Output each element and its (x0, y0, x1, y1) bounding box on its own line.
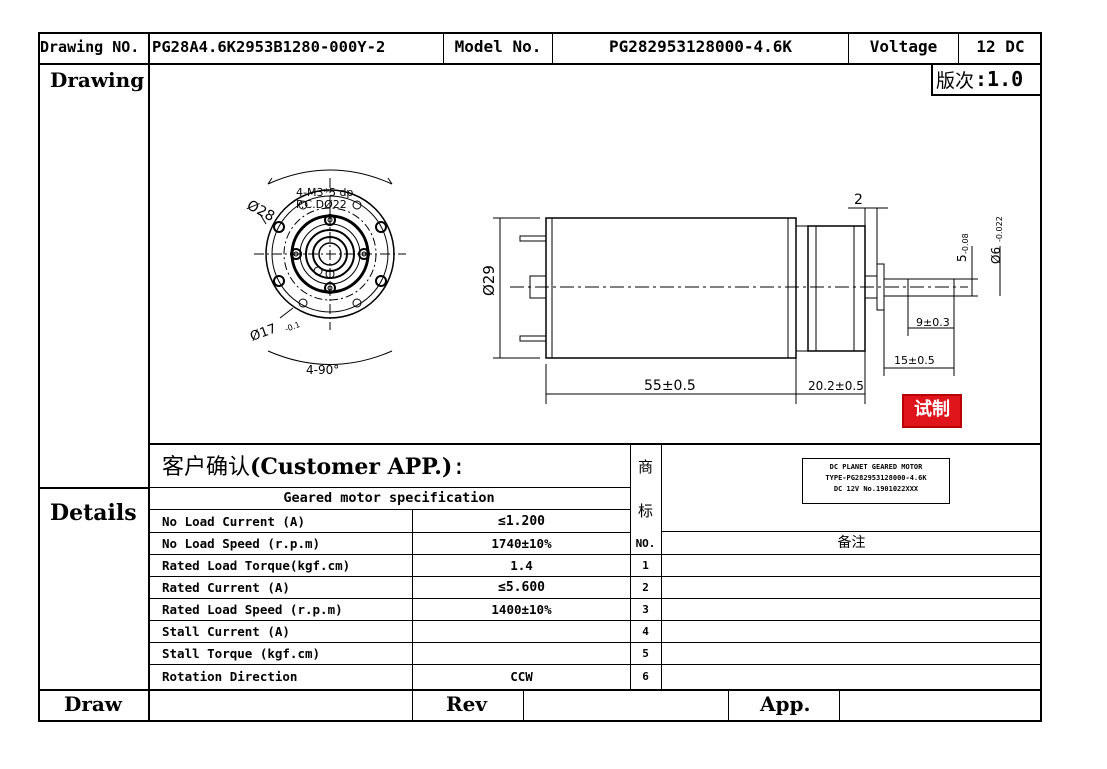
spec-name: Stall Torque (kgf.cm) (162, 646, 321, 661)
details-section-label: Details (50, 500, 137, 526)
customer-label-en: (Customer APP.) (250, 454, 453, 480)
trademark-char-2: 标 (638, 502, 654, 520)
dim-pcd: P.C.DØ22 (296, 198, 347, 211)
trademark-char-1: 商 (638, 458, 654, 476)
header-divider (38, 63, 1042, 65)
dim-flat-len: 9±0.3 (916, 316, 950, 329)
spec-value: 1.4 (510, 558, 533, 573)
sheet-border (38, 32, 1042, 722)
spec-name: No Load Current (A) (162, 514, 305, 529)
voltage-label: Voltage (869, 37, 938, 56)
spec-value: 1740±10% (491, 536, 552, 551)
dim-gearbox-len: 20.2±0.5 (808, 379, 864, 393)
spec-name: Rated Current (A) (162, 580, 290, 595)
front-view (254, 169, 406, 365)
spec-name: Rotation Direction (162, 669, 298, 684)
dim-shaft-flat: 5 (955, 254, 969, 262)
remark-no: 3 (642, 603, 649, 616)
remark-no: 1 (642, 559, 649, 572)
spec-value: 1400±10% (491, 602, 552, 617)
remark-no: 4 (642, 625, 649, 638)
spec-value: ≤1.200 (498, 514, 545, 529)
spec-value: ≤5.600 (498, 580, 545, 595)
version-label: 版次 (936, 70, 975, 92)
spec-name: Rated Load Speed (r.p.m) (162, 602, 343, 617)
voltage-value: 12 DC (976, 37, 1025, 56)
dim-shoulder: 2 (854, 192, 863, 208)
dim-holes: 4-M3*5 dp (296, 186, 353, 199)
remarks-no-label: NO. (635, 537, 656, 550)
dim-front-outer: Ø28 (244, 197, 277, 225)
model-no-value: PG282953128000-4.6K (608, 37, 793, 56)
spec-name: Stall Current (A) (162, 624, 290, 639)
remark-no: 2 (642, 581, 649, 594)
draw-label: Draw (63, 692, 123, 716)
trial-stamp: 试制 (902, 394, 962, 428)
remarks-label: 备注 (837, 535, 866, 551)
spec-name: No Load Speed (r.p.m) (162, 536, 321, 551)
remark-no: 5 (642, 647, 649, 660)
dim-shaft-tol: -0.022 (995, 216, 1004, 242)
customer-label-cn: 客户确认 (162, 455, 251, 480)
remark-no: 6 (642, 670, 649, 683)
drawing-no-label: Drawing NO. (40, 38, 140, 56)
customer-label: 客户确认(Customer APP.): (162, 452, 466, 483)
spec-title: Geared motor specification (283, 490, 495, 506)
drawing-sheet: Drawing NO. PG28A4.6K2953B1280-000Y-2 Mo… (38, 32, 1042, 722)
dim-shaft-len: 15±0.5 (894, 354, 935, 367)
version-box (931, 63, 1042, 96)
dim-angle: 4-90° (306, 363, 339, 377)
dim-boss-tol: -0.1 (284, 320, 302, 334)
dim-motor-len: 55±0.5 (644, 378, 696, 394)
spec-name: Rated Load Torque(kgf.cm) (162, 558, 351, 573)
customer-label-suffix: : (452, 455, 466, 480)
dim-shaft-flat-tol: -0.08 (961, 233, 970, 254)
model-no-label: Model No. (454, 37, 542, 56)
version-value: :1.0 (975, 67, 1024, 91)
app-label: App. (760, 692, 811, 716)
spec-value: CCW (510, 669, 533, 684)
motor-nameplate: DC PLANET GEARED MOTOR TYPE-PG2829531280… (802, 458, 950, 504)
motor-drawing: Ø28 4-M3*5 dp P.C.DØ22 Ø17 -0.1 4-90° Ø2… (244, 169, 1004, 404)
drawing-section-label: Drawing (50, 68, 145, 92)
dim-boss: Ø17 (248, 322, 278, 345)
side-view (493, 207, 1001, 404)
dim-shaft: Ø6 (989, 247, 1003, 264)
dim-body: Ø29 (480, 265, 498, 296)
rev-label: Rev (446, 692, 487, 716)
drawing-no-value: PG28A4.6K2953B1280-000Y-2 (152, 38, 386, 56)
